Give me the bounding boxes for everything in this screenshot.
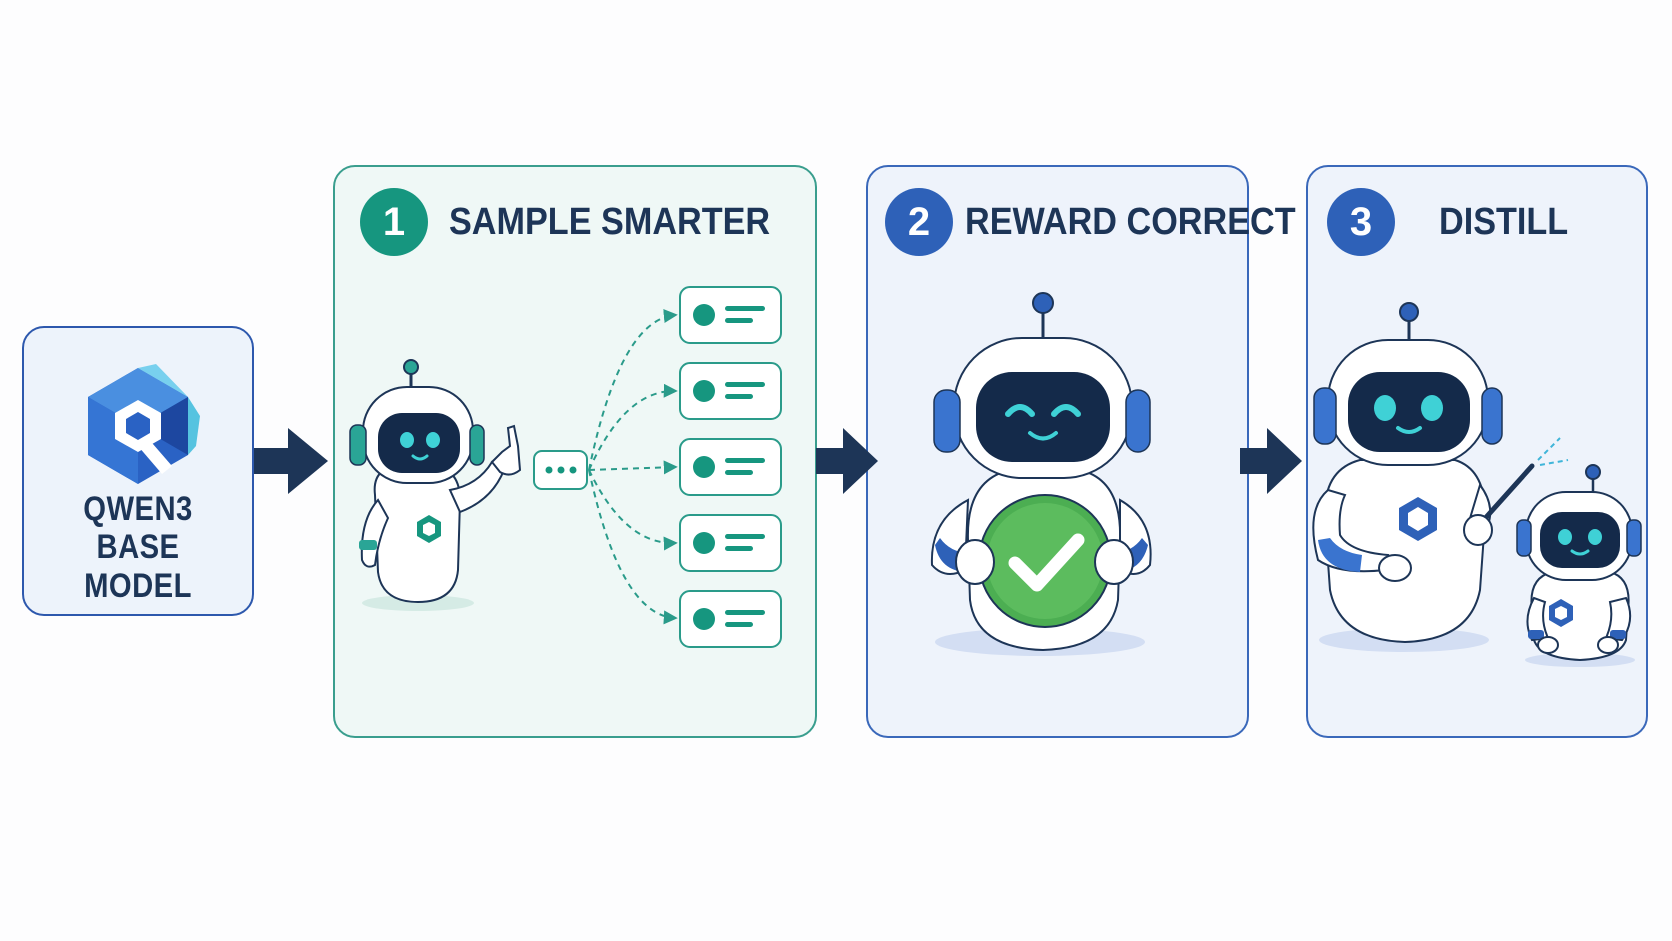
step-title: REWARD CORRECT <box>965 201 1296 243</box>
robot-sampling-icon <box>349 359 522 611</box>
student-robot-icon <box>1516 464 1642 667</box>
answer-card <box>679 514 782 572</box>
base-model-title-line2: BASE MODEL <box>84 528 192 605</box>
base-model-title-line1: QWEN3 <box>83 490 193 528</box>
green-checkmark-icon <box>978 494 1112 628</box>
answer-card <box>679 438 782 496</box>
knowledge-transfer-lines <box>1537 437 1569 466</box>
arrow-right-icon <box>816 428 878 494</box>
robot-reward-icon <box>930 292 1152 656</box>
step-title: DISTILL <box>1439 201 1569 243</box>
arrow-right-icon <box>254 428 328 494</box>
step-number-badge: 2 <box>885 188 953 256</box>
step-title: SAMPLE SMARTER <box>449 201 771 243</box>
arrow-right-icon <box>1240 428 1302 494</box>
answer-card <box>679 286 782 344</box>
step-number-badge: 3 <box>1327 188 1395 256</box>
answer-card <box>679 362 782 420</box>
sampling-branches <box>588 309 678 625</box>
ellipsis-bubble-icon <box>533 450 588 490</box>
step-number-badge: 1 <box>360 188 428 256</box>
base-model-card: QWEN3 BASE MODEL <box>22 326 254 616</box>
teacher-robot-icon <box>1312 302 1535 652</box>
qwen-logo-icon <box>88 364 200 484</box>
answer-card <box>679 590 782 648</box>
